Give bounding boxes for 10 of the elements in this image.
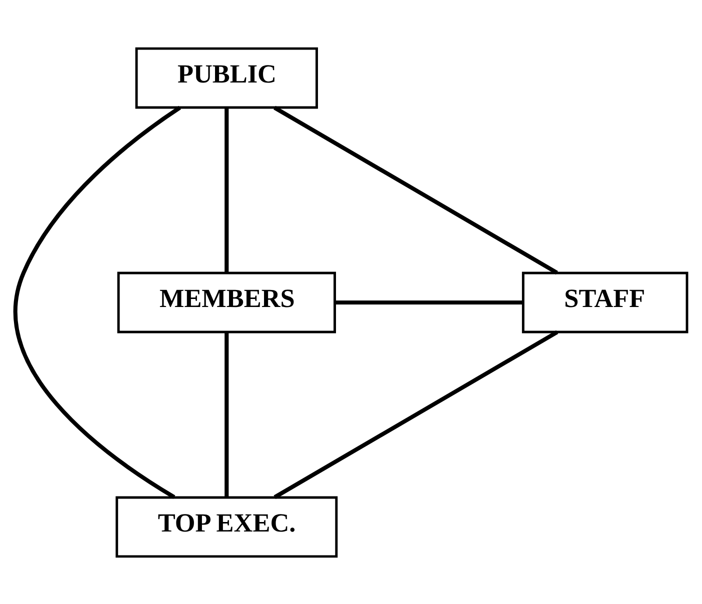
node-box: PUBLIC (135, 46, 318, 108)
connector (274, 330, 558, 498)
node-box: TOP EXEC. (116, 496, 338, 558)
connector (224, 332, 229, 496)
node-box: MEMBERS (117, 271, 336, 333)
connector (14, 105, 182, 498)
connector (335, 300, 523, 304)
connector (224, 107, 229, 272)
node-box: STAFF (522, 271, 688, 333)
connector (274, 105, 558, 274)
